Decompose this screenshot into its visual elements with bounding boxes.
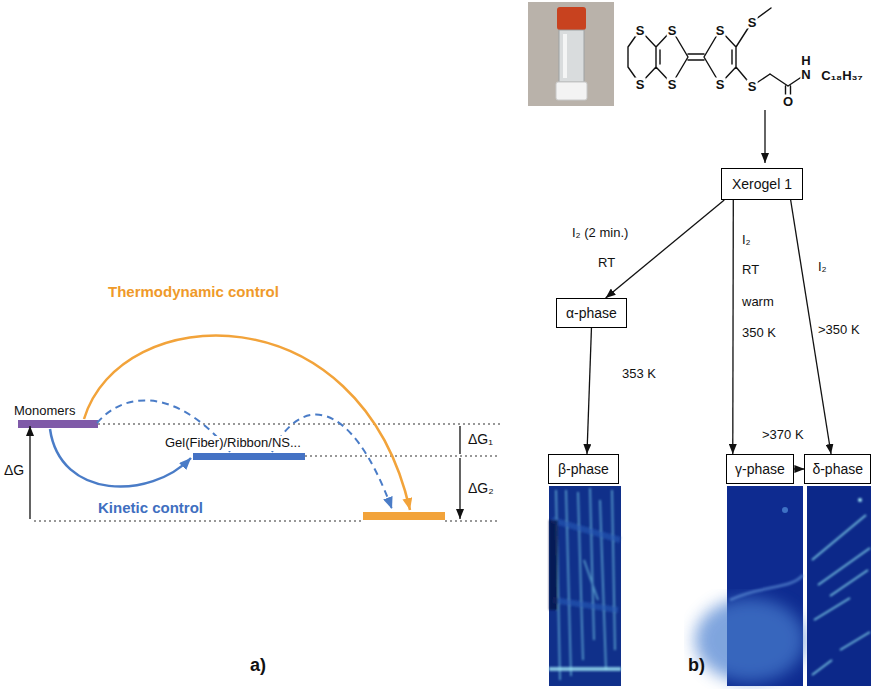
atom-label: H [800,54,811,67]
dark-band [549,520,558,610]
phase-box: γ-phase [726,454,794,484]
atom-label: S [635,24,646,37]
condition-label: RT [742,263,759,278]
energy-label: ΔG₂ [468,480,494,496]
condition-label: 350 K [742,326,776,341]
transition-arrow [732,200,734,454]
phase-box: β-phase [548,454,619,484]
thermodynamic-path [84,336,410,510]
level-guide [34,424,500,521]
atom-label: N [800,68,811,81]
energy-label: ΔG₁ [468,431,493,447]
vial-photo-light [528,2,614,106]
speck [858,498,862,502]
micrograph-delta [807,486,871,686]
atom-label: S [747,16,758,29]
bright-band [549,667,621,671]
atom-label: S [715,78,726,91]
path-label: Kinetic control [98,499,203,516]
level-label: Monomers [14,404,75,419]
level-label: Gel(Fiber)/Ribbon/NS... [164,436,302,451]
atom-label: S [667,24,678,37]
energy-gap-arrow [30,426,460,519]
micrograph-beta [549,486,621,686]
box-text: γ-phase [735,461,785,477]
atom-label: C₁₈H₃₇ [820,69,863,82]
transition-arrow [794,468,805,469]
path-label: Thermodynamic control [108,283,279,300]
phase-box: α-phase [556,298,627,328]
condition-label: RT [598,256,615,271]
micrograph-texture [812,498,870,675]
condition-label: 353 K [622,367,656,382]
condition-label: warm [742,295,774,310]
vial-cap [557,7,586,30]
transition-arrow [606,200,725,298]
bright-area [695,598,805,682]
equilibrium-level [363,512,445,520]
phase-box: Xerogel 1 [721,168,803,200]
atom-label: O [782,95,794,108]
box-text: α-phase [566,305,617,321]
box-text: δ-phase [812,461,863,477]
fiber-streak [812,515,870,675]
vial-base [556,82,587,100]
dashed-path [272,415,392,509]
box-text: β-phase [558,461,609,477]
atom-label: S [747,80,758,93]
condition-label: I₂ (2 min.) [572,226,628,241]
transition-arrow [587,328,591,454]
energy-label: ΔG [4,462,24,478]
panel-label: a) [250,655,266,676]
speck [782,507,788,513]
molecule-bonds [628,8,806,100]
atom-label: S [715,24,726,37]
atom-label: S [635,78,646,91]
condition-label: >350 K [818,323,860,338]
flow-arrow [764,110,765,163]
condition-label: I₂ [818,260,827,275]
phase-box: δ-phase [804,454,871,484]
vial-glass [559,30,584,82]
micrograph-texture [695,507,805,682]
vial-photo [528,2,614,106]
gel-level [193,453,305,460]
box-text: Xerogel 1 [732,176,792,192]
panel-label: b) [688,655,705,676]
micrograph-texture [549,488,621,680]
condition-label: I₂ [742,233,751,248]
fiber-streak [730,575,803,600]
fiber-streak [556,488,615,680]
atom-label: S [667,78,678,91]
condition-label: >370 K [762,428,804,443]
vial-glint [563,34,567,78]
fiber-streak [552,520,620,610]
